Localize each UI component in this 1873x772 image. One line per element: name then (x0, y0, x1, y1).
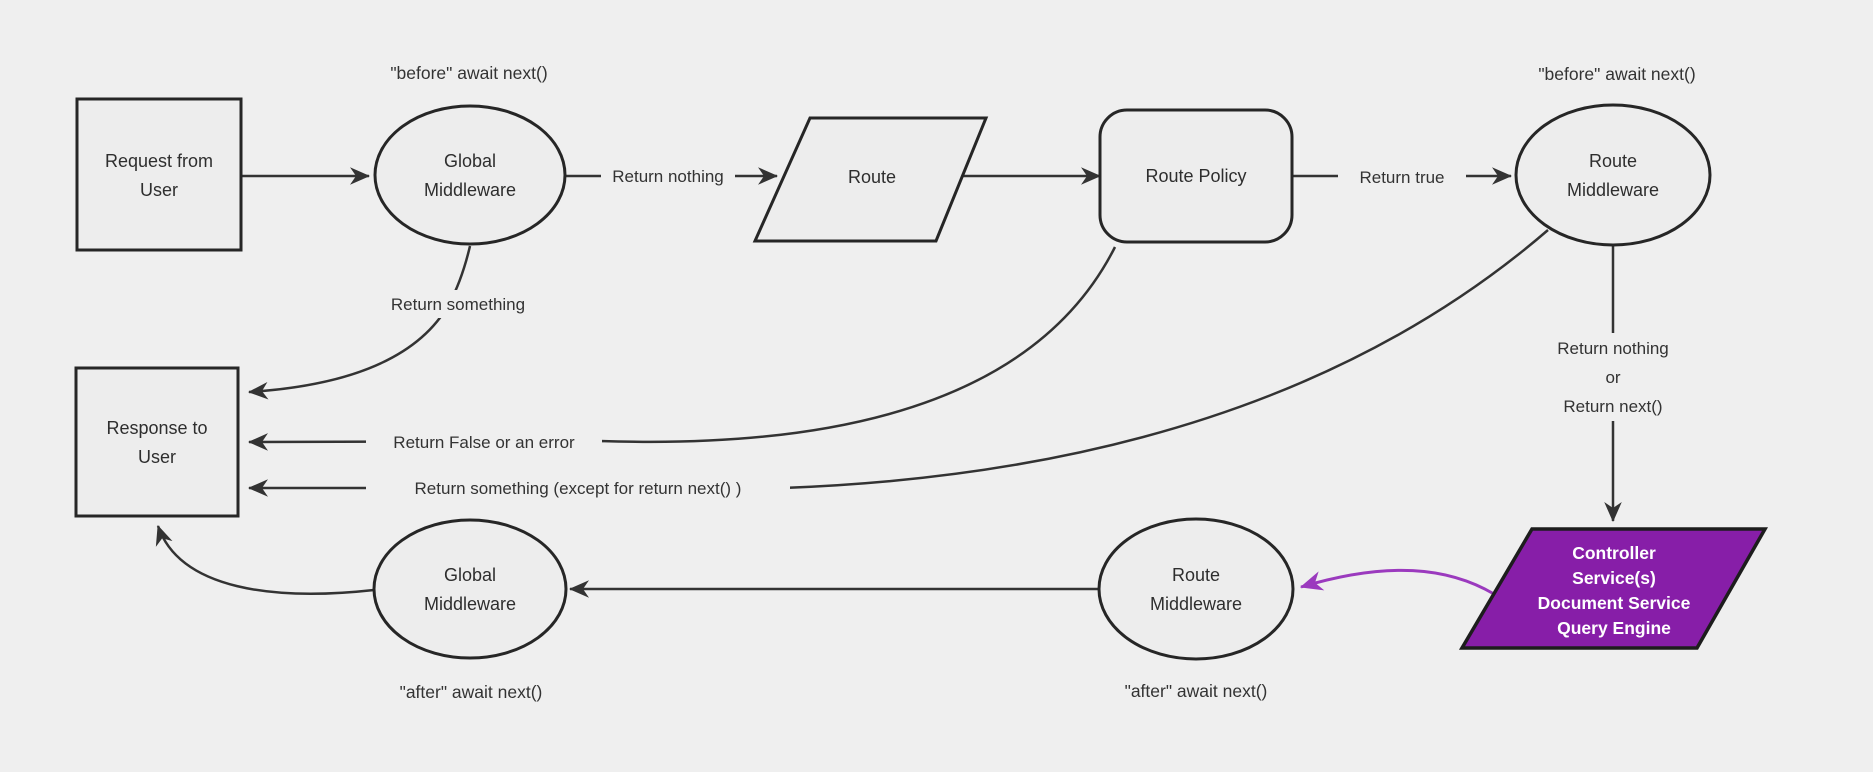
edge-label-bg (382, 290, 534, 318)
annotation-before-await-left: "before" await next() (390, 63, 547, 83)
node-request-from-user (75, 97, 243, 252)
edge-label-return-something-except: Return something (except for return next… (415, 479, 742, 498)
annotations: "before" await next() "before" await nex… (390, 63, 1695, 702)
annotation-after-await-left: "after" await next() (400, 682, 543, 702)
edge-label-bg (601, 162, 735, 190)
node-label-route: Route (848, 167, 896, 187)
edge-label-return-true: Return true (1359, 168, 1444, 187)
edge-label-bg (366, 474, 790, 502)
node-route-middleware-top (1514, 103, 1712, 247)
edge-label-bg (366, 428, 602, 456)
edge-route-policy-return-false (248, 246, 1117, 451)
edge-label-return-nothing: Return nothing (612, 167, 724, 186)
node-controller-services (1458, 527, 1769, 650)
edge-global-middleware-return-something (248, 245, 472, 400)
edge-route-middleware-return-something-except (248, 229, 1549, 497)
edge-global-middleware-bottom-to-response (155, 525, 375, 595)
edge-label-bg (1338, 163, 1466, 190)
edge-label-return-something: Return something (391, 295, 525, 314)
annotation-after-await-right: "after" await next() (1125, 681, 1268, 701)
node-route (752, 116, 989, 243)
edge-controller-to-route-middleware-bottom (1299, 568, 1495, 596)
node-global-middleware-top (373, 104, 567, 246)
node-response-to-user (74, 366, 240, 518)
edge-label-bg (1527, 333, 1699, 421)
edges (155, 167, 1622, 598)
node-route-middleware-bottom (1097, 517, 1295, 661)
annotation-before-await-right: "before" await next() (1538, 64, 1695, 84)
edge-labels: Return nothing Return true Return someth… (366, 162, 1699, 502)
node-global-middleware-bottom (372, 518, 568, 660)
node-label-route-policy: Route Policy (1145, 166, 1246, 186)
edge-label-return-false-or-error: Return False or an error (393, 433, 575, 452)
node-route-policy (1098, 108, 1294, 244)
